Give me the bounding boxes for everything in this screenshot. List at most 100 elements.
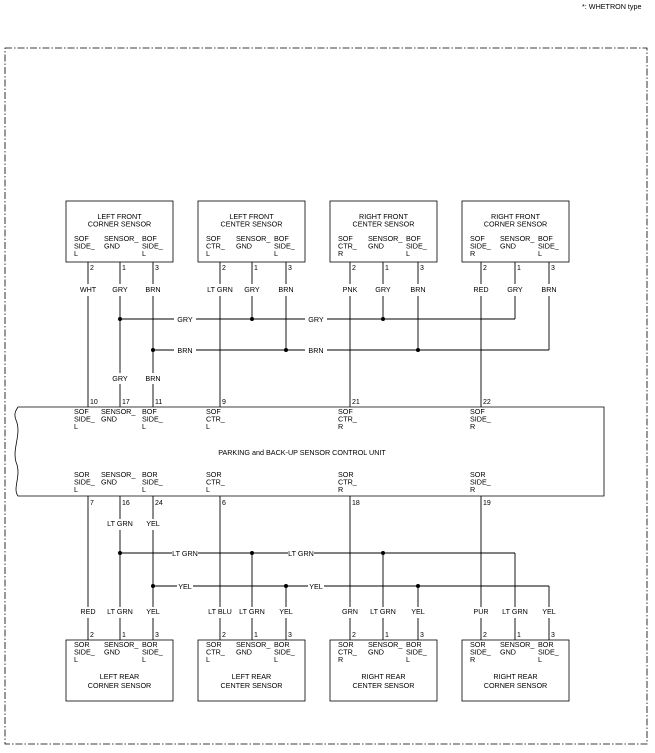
cu-pin-label: GND: [101, 415, 117, 424]
pin-label: SIDE_: [538, 648, 560, 657]
wire-color-label: YEL: [279, 607, 293, 616]
pin-label: GND: [104, 648, 120, 657]
pin-label: SIDE_: [74, 648, 96, 657]
splice-dot: [381, 551, 385, 555]
pin-number: 3: [420, 632, 424, 639]
cu-pin-number: 19: [483, 500, 491, 507]
pin-label: SOR: [338, 640, 354, 649]
cu-pin-number: 24: [155, 500, 163, 507]
rear-sensor-connector: [461, 639, 570, 702]
pin-number: 2: [90, 265, 94, 272]
pin-number: 2: [483, 265, 487, 272]
pin-label: R: [338, 655, 343, 664]
pin-label: BOR: [274, 640, 290, 649]
pin-label: L: [142, 655, 146, 664]
pin-label: SIDE_: [538, 242, 560, 251]
bus-label-bg: [174, 346, 196, 354]
wire-color-label: YEL: [542, 607, 556, 616]
splice-dot: [416, 348, 420, 352]
wire-color-label: YEL: [146, 519, 160, 528]
cu-pin-number: 18: [352, 500, 360, 507]
sensor-title: RIGHT REAR: [493, 672, 537, 681]
bus-label: LT GRN: [288, 549, 314, 558]
wire-color-label: GRY: [507, 285, 523, 294]
bus-label: BRN: [308, 346, 323, 355]
pin-label: SIDE_: [74, 242, 96, 251]
cu-pin-label: SIDE_: [142, 415, 164, 424]
wire-color-label: GRY: [112, 285, 128, 294]
cu-pin-label: SOF: [206, 407, 221, 416]
wire-color-label: WHT: [80, 285, 97, 294]
cu-pin-label: SIDE_: [142, 478, 164, 487]
bus-label-bg: [177, 582, 193, 590]
wire-color-label: RED: [473, 285, 488, 294]
cu-pin-label: SOR: [470, 470, 486, 479]
rear-sensor-connector: [329, 639, 438, 702]
pin-number: 2: [352, 632, 356, 639]
pin-label: L: [206, 655, 210, 664]
bus-label-bg: [308, 582, 324, 590]
pin-label: R: [470, 655, 475, 664]
splice-dot: [284, 584, 288, 588]
pin-number: 1: [254, 265, 258, 272]
pin-number: 1: [122, 265, 126, 272]
bus-label-bg: [174, 315, 196, 323]
type-note: *: WHETRON type: [582, 2, 642, 11]
cu-pin-label: CTR_: [338, 478, 358, 487]
wire-color-label: GRN: [342, 607, 358, 616]
splice-dot: [250, 317, 254, 321]
pin-label: L: [274, 655, 278, 664]
cu-pin-label: SENSOR_: [101, 407, 136, 416]
pin-label: BOR: [406, 640, 422, 649]
cu-pin-label: R: [338, 422, 343, 431]
wire-color-label: LT GRN: [107, 607, 133, 616]
sensor-connectors: [65, 200, 570, 702]
wire-color-label: GRY: [244, 285, 260, 294]
cu-pin-label: SENSOR_: [101, 470, 136, 479]
pin-number: 1: [517, 632, 521, 639]
sensor-title: CENTER SENSOR: [353, 220, 415, 229]
sensor-title: LEFT REAR: [100, 672, 139, 681]
wires: [87, 262, 550, 640]
pin-label: BOR: [142, 640, 158, 649]
wire-color-label: LT GRN: [107, 519, 133, 528]
wire-color-label: RED: [80, 607, 95, 616]
pin-number: 3: [551, 265, 555, 272]
cu-pin-label: SOF: [470, 407, 485, 416]
cu-pin-number: 21: [352, 399, 360, 406]
cu-pin-number: 10: [90, 399, 98, 406]
splice-dot: [118, 551, 122, 555]
pin-label: SIDE_: [470, 242, 492, 251]
cu-pin-number: 7: [90, 500, 94, 507]
outer-frame: [4, 47, 648, 745]
pin-number: 3: [288, 265, 292, 272]
cu-pin-number: 16: [122, 500, 130, 507]
bus-label-bg: [172, 549, 198, 557]
cu-pin-label: SOR: [338, 470, 354, 479]
cu-pin-label: CTR_: [338, 415, 358, 424]
bus-label: GRY: [177, 315, 193, 324]
cu-pin-label: CTR_: [206, 415, 226, 424]
sensor-title: CORNER SENSOR: [88, 220, 152, 229]
cu-pin-number: 22: [483, 399, 491, 406]
front-sensor-connector: [461, 200, 570, 263]
pin-label: SIDE_: [142, 242, 164, 251]
cu-pin-label: SIDE_: [74, 478, 96, 487]
splice-dot: [284, 348, 288, 352]
splice-dot: [151, 584, 155, 588]
cu-pin-label: R: [470, 485, 475, 494]
cu-pin-label: L: [74, 422, 78, 431]
wire-color-label: PNK: [343, 285, 358, 294]
pin-label: CTR_: [206, 242, 226, 251]
sensor-title: CENTER SENSOR: [353, 681, 415, 690]
bus-label-bg: [288, 549, 314, 557]
pin-label: SIDE_: [274, 242, 296, 251]
cu-pin-number: 17: [122, 399, 130, 406]
pin-label: CTR_: [338, 242, 358, 251]
pin-label: L: [142, 249, 146, 258]
cu-pin-label: SOF: [74, 407, 89, 416]
pin-label: BOF: [406, 234, 421, 243]
pin-label: L: [274, 249, 278, 258]
rear-sensor-connector: [197, 639, 306, 702]
pin-number: 1: [122, 632, 126, 639]
